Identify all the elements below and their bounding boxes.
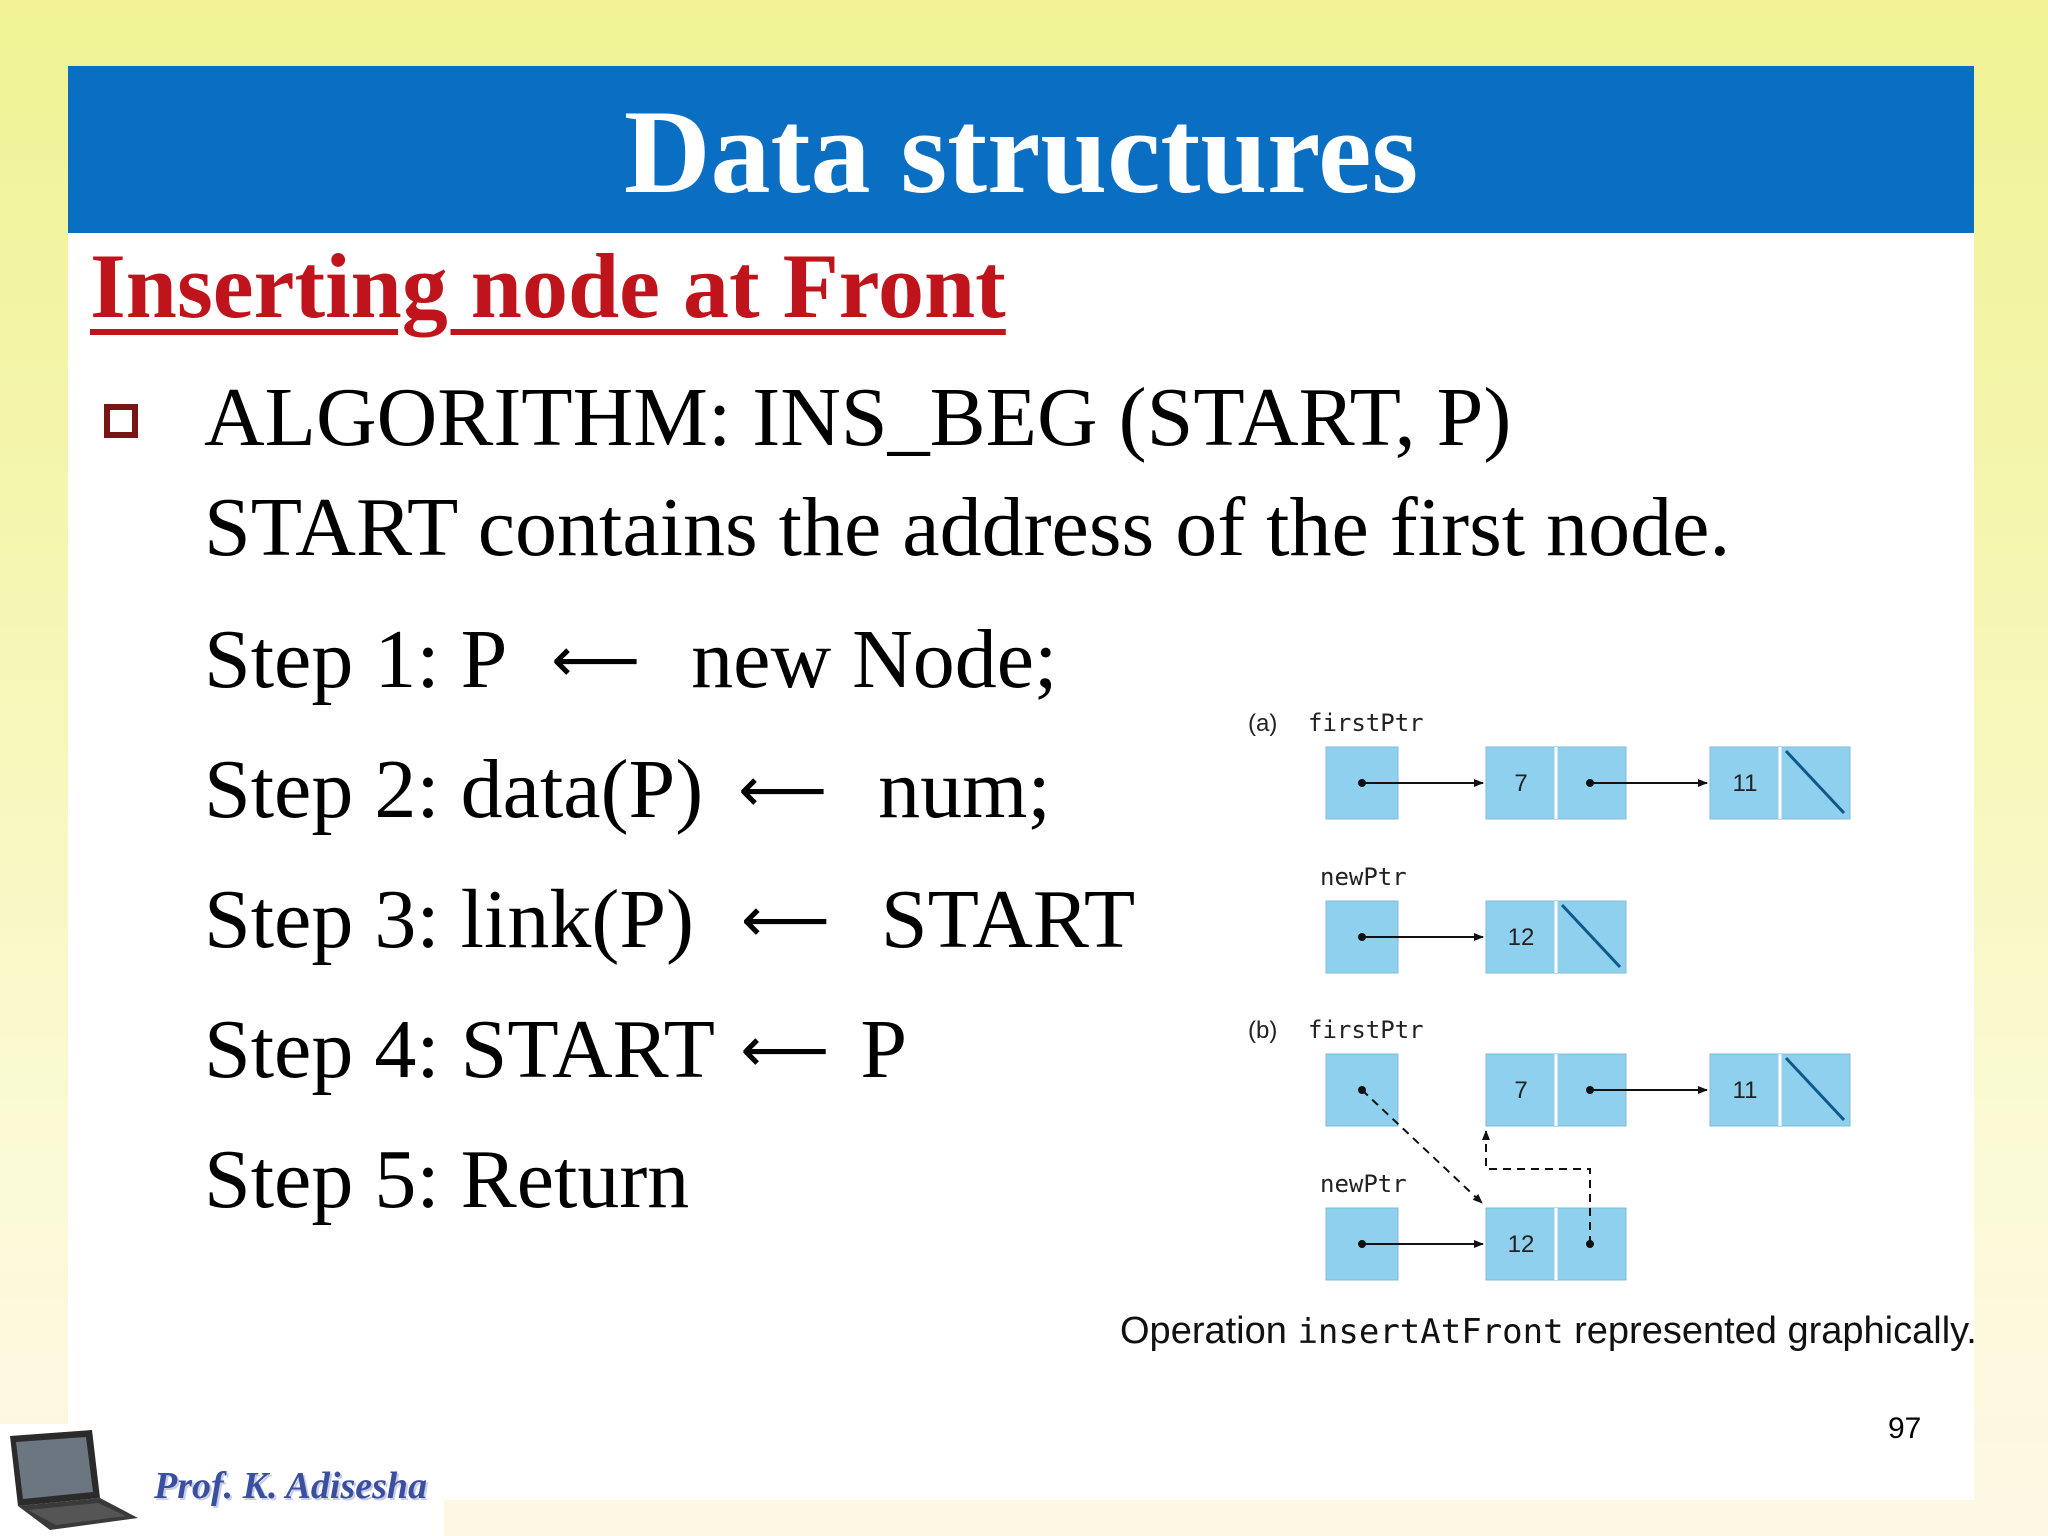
slide-subtitle: Inserting node at Front (90, 235, 1006, 337)
left-arrow-icon: ⟵ (551, 623, 641, 696)
step-4-value: P (860, 1003, 908, 1096)
left-arrow-icon: ⟵ (740, 1013, 830, 1086)
node-value: 12 (1508, 1231, 1535, 1258)
linked-list-figure: (a) firstPtr newPtr 7 11 12 (b) firstPtr… (1248, 709, 1851, 1281)
step-4-label: Step 4: START (204, 1003, 714, 1096)
step-1-value: new Node; (691, 613, 1058, 706)
step-3: Step 3: link(P) ⟵ START (204, 878, 1135, 962)
step-2: Step 2: data(P) ⟵ num; (204, 748, 1051, 832)
step-4: Step 4: START ⟵ P (204, 1008, 907, 1092)
first-ptr-label-a: firstPtr (1308, 709, 1424, 737)
step-3-value: START (880, 873, 1136, 966)
caption-prefix: Operation (1120, 1310, 1298, 1352)
node-value: 11 (1733, 770, 1758, 797)
figure-caption: Operation insertAtFront represented grap… (1120, 1310, 1977, 1353)
step-2-label: Step 2: data(P) (204, 743, 704, 836)
author-name: Prof. K. Adisesha (154, 1465, 428, 1507)
slide-title: Data structures (623, 84, 1419, 218)
description-line: START contains the address of the first … (204, 481, 1731, 574)
caption-code: insertAtFront (1297, 1312, 1564, 1352)
caption-suffix: represented graphically. (1563, 1310, 1977, 1352)
step-5-label: Step 5: Return (204, 1133, 690, 1226)
part-a-diagram: 7 11 12 (1325, 746, 1851, 974)
step-2-value: num; (878, 743, 1051, 836)
page-number: 97 (1888, 1412, 1922, 1445)
left-arrow-icon: ⟵ (738, 753, 828, 826)
part-b-diagram: 7 11 12 (1325, 1053, 1851, 1281)
node-value: 11 (1733, 1077, 1758, 1104)
node-value: 12 (1508, 924, 1535, 951)
step-5: Step 5: Return (204, 1138, 689, 1222)
new-ptr-label-b: newPtr (1320, 1170, 1407, 1198)
figure-b-label: (b) (1248, 1017, 1277, 1044)
algorithm-line: ALGORITHM: INS_BEG (START, P) (204, 371, 1512, 464)
step-1-label: Step 1: P (204, 613, 505, 706)
step-3-label: Step 3: link(P) (204, 873, 695, 966)
node-value: 7 (1514, 1077, 1527, 1104)
first-ptr-label-b: firstPtr (1308, 1016, 1424, 1044)
figure-a-label: (a) (1248, 710, 1277, 737)
left-arrow-icon: ⟵ (741, 883, 830, 956)
node-value: 7 (1514, 770, 1527, 797)
step-1: Step 1: P ⟵ new Node; (204, 618, 1057, 702)
bullet-square-icon (104, 404, 138, 438)
new-ptr-label-a: newPtr (1320, 863, 1407, 891)
title-bar: Data structures (68, 66, 1974, 233)
laptop-icon (10, 1430, 138, 1530)
